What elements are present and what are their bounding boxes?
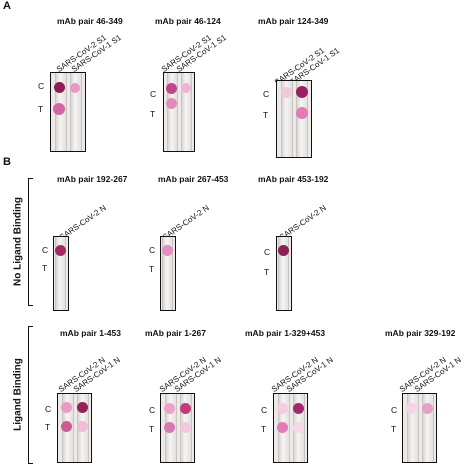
no-ligand-label: No Ligand Binding [12,197,24,286]
control-line-label: C [38,81,45,91]
test-line-label: T [42,263,48,273]
control-line-label: C [149,245,156,255]
pair-title: mAb pair 453-192 [258,174,329,184]
control-dot [61,402,72,413]
pair-title: mAb pair 192-267 [57,174,128,184]
test-strip [402,393,437,463]
test-strip [273,393,308,463]
bracket [28,178,33,306]
test-line-label: T [261,424,267,434]
control-dot [180,403,191,414]
control-line-label: C [261,405,268,415]
lane [296,81,308,157]
test-dot [293,422,304,433]
test-dot [164,422,175,433]
control-dot [181,83,191,93]
control-dot [278,245,289,256]
control-dot [77,402,88,413]
control-dot [281,87,292,98]
control-dot [296,86,308,98]
control-dot [55,245,66,256]
test-dot [53,103,65,115]
pair-title: mAb pair 46-349 [57,16,123,26]
control-line-label: C [150,89,157,99]
pair-title: mAb pair 329-192 [385,328,456,338]
control-dot [70,83,80,93]
control-dot [164,403,175,414]
test-line-label: T [264,267,270,277]
pair-title: mAb pair 46-124 [155,16,221,26]
control-dot [166,83,177,94]
lane [55,237,66,310]
test-line-label: T [45,422,51,432]
test-dot [296,107,308,119]
ligand-label: Ligand Binding [12,358,24,431]
pair-title: mAb pair 1-329+453 [245,328,326,338]
test-dot [61,421,72,432]
test-strip [276,236,292,311]
pair-title: mAb pair 124-349 [258,16,329,26]
panel-a-letter: A [3,0,11,12]
test-line-label: T [149,264,155,274]
test-dot [166,98,177,109]
control-line-label: C [263,89,270,99]
control-line-label: C [149,405,156,415]
control-dot [422,403,433,414]
test-line-label: T [391,424,397,434]
pair-title: mAb pair 1-453 [60,328,121,338]
test-line-label: T [150,109,156,119]
control-line-label: C [264,247,271,257]
test-dot [277,422,288,433]
control-line-label: C [391,405,398,415]
control-dot [277,403,288,414]
lane [181,73,192,151]
pair-title: mAb pair 267-453 [158,174,229,184]
lane [167,73,178,151]
control-dot [54,82,65,93]
test-strip [50,72,86,152]
test-line-label: T [149,424,155,434]
pair-title: mAb pair 1-267 [145,328,206,338]
test-dot [180,422,191,433]
test-line-label: T [38,104,44,114]
control-line-label: C [42,245,49,255]
lane [281,81,293,157]
control-dot [293,403,304,414]
lane [278,237,289,310]
test-strip [160,393,195,463]
control-dot [406,403,417,414]
test-dot [77,421,88,432]
test-strip [163,72,195,152]
control-dot [162,245,173,256]
bracket [28,326,33,464]
control-line-label: C [45,404,52,414]
lane [162,237,173,310]
panel-b-letter: B [3,156,11,168]
test-line-label: T [263,110,269,120]
test-strip [276,80,312,158]
test-strip [57,393,92,463]
test-strip [160,236,176,311]
test-strip [53,236,69,311]
